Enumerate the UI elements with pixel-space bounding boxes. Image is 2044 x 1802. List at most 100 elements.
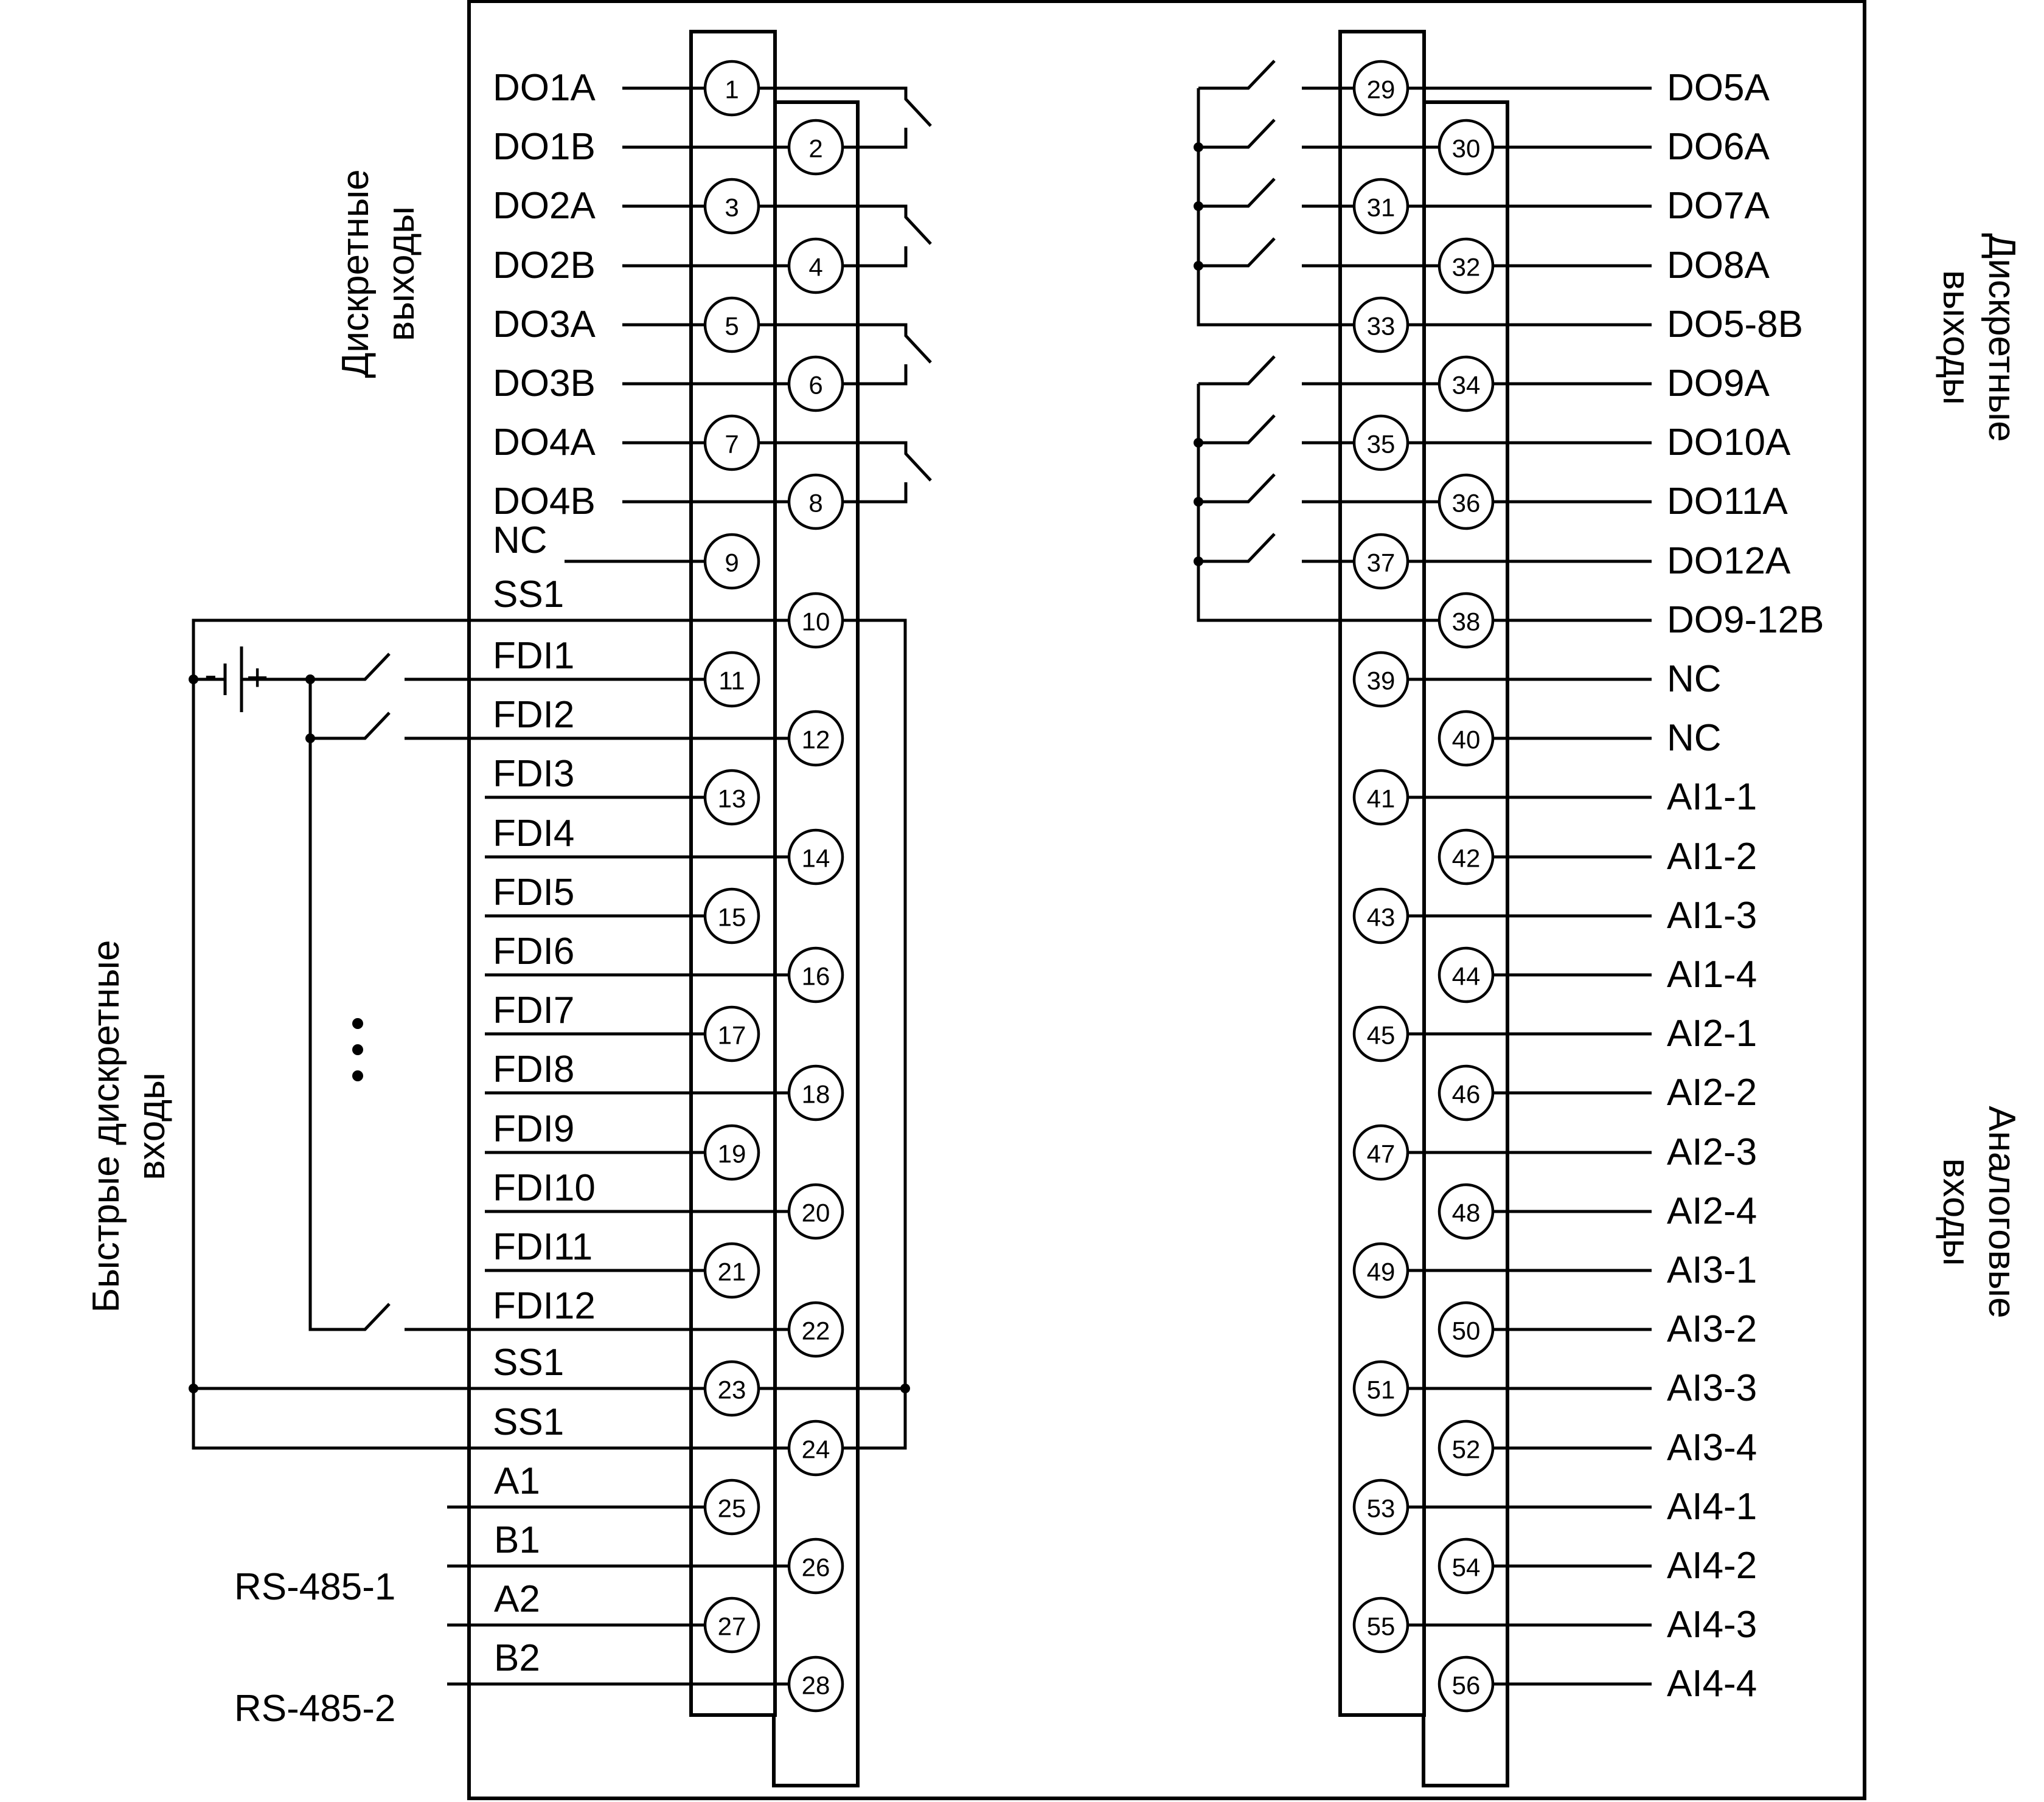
terminal-label-23: SS1 [493, 1342, 564, 1384]
terminal-label-27: A2 [494, 1578, 540, 1620]
relay-contact-do4 [759, 441, 932, 482]
junction-dot [1194, 556, 1203, 566]
section-label-line: входы [131, 1072, 173, 1180]
terminal-11 [703, 651, 760, 708]
battery-plus-sign: + [246, 657, 268, 699]
terminal-number-1: 1 [725, 75, 739, 104]
section-label-line: входы [1935, 1158, 1977, 1266]
relay-return-do3 [843, 364, 908, 386]
terminal-label-17: FDI7 [493, 989, 574, 1031]
terminal-label-11: FDI1 [493, 635, 574, 677]
terminal-number-3: 3 [725, 193, 739, 222]
terminal-47 [1352, 1124, 1410, 1181]
terminal-15 [703, 887, 760, 944]
terminal-label-7: DO4A [493, 421, 596, 463]
terminal-number-29: 29 [1367, 75, 1396, 104]
terminal-label-6: DO3B [493, 362, 596, 404]
terminal-7 [703, 414, 760, 471]
terminal-13 [703, 769, 760, 826]
junction-dot [1194, 497, 1203, 507]
terminal-label-39: NC [1667, 658, 1722, 700]
wiring [189, 60, 1652, 1686]
terminal-number-17: 17 [718, 1021, 746, 1050]
terminal-number-11: 11 [718, 667, 745, 695]
terminal-6 [787, 355, 844, 412]
terminal-number-16: 16 [802, 962, 830, 991]
terminal-block-right-back [1422, 100, 1509, 1787]
terminal-10 [787, 592, 844, 649]
relay-contact-35 [1198, 414, 1276, 445]
terminal-label-34: DO9A [1667, 362, 1770, 404]
terminal-number-20: 20 [802, 1199, 830, 1227]
junction-dot [1194, 201, 1203, 211]
battery-minus-sign: - [204, 654, 217, 696]
terminal-label-45: AI2-1 [1667, 1013, 1757, 1055]
terminal-24 [787, 1419, 844, 1477]
terminal-label-33: DO5-8B [1667, 303, 1803, 345]
terminal-2 [787, 119, 844, 176]
terminal-number-22: 22 [802, 1317, 830, 1345]
terminal-19 [703, 1124, 760, 1181]
terminal-4 [787, 237, 844, 294]
terminal-number-43: 43 [1367, 903, 1396, 932]
terminal-9 [703, 533, 760, 590]
terminal-label-51: AI3-3 [1667, 1367, 1757, 1409]
terminal-label-14: FDI4 [493, 813, 574, 854]
terminal-28 [787, 1655, 844, 1713]
relay-contact-do1 [759, 86, 932, 127]
terminal-label-31: DO7A [1667, 185, 1770, 227]
terminal-39 [1352, 651, 1410, 708]
terminal-block-left-back [772, 100, 860, 1787]
terminal-label-29: DO5A [1667, 67, 1770, 109]
section-analog-inputs: Аналоговые входы [1935, 1106, 2023, 1318]
terminal-number-42: 42 [1452, 844, 1481, 873]
terminal-label-9: NC [493, 519, 548, 561]
terminal-16 [787, 946, 844, 1003]
terminal-label-15: FDI5 [493, 872, 574, 913]
terminal-23 [703, 1360, 760, 1417]
relay-contact-32 [1198, 237, 1276, 268]
terminal-number-48: 48 [1452, 1199, 1481, 1227]
terminal-31 [1352, 178, 1410, 235]
terminal-21 [703, 1242, 760, 1299]
terminal-number-14: 14 [802, 844, 830, 873]
junction-dot [1194, 438, 1203, 448]
relay-contact-37 [1198, 533, 1276, 563]
terminal-8 [787, 473, 844, 530]
terminal-number-8: 8 [808, 489, 822, 518]
terminal-29 [1352, 60, 1410, 117]
section-label-line: выходы [1935, 270, 1977, 405]
terminal-32 [1437, 237, 1495, 294]
terminal-label-36: DO11A [1667, 480, 1788, 522]
section-discrete-outputs-left: Дискретные выходы [335, 169, 422, 378]
terminal-53 [1352, 1478, 1410, 1536]
junction-dot [189, 1384, 198, 1393]
terminal-number-52: 52 [1452, 1435, 1481, 1464]
terminal-number-31: 31 [1367, 193, 1396, 222]
terminal-number-53: 53 [1367, 1494, 1396, 1523]
terminal-number-26: 26 [802, 1553, 830, 1582]
terminal-number-28: 28 [802, 1671, 830, 1700]
terminal-38 [1437, 592, 1495, 649]
continuation-dot [352, 1018, 363, 1029]
terminal-45 [1352, 1005, 1410, 1062]
terminal-label-41: AI1-1 [1667, 776, 1757, 818]
terminal-label-46: AI2-2 [1667, 1072, 1757, 1114]
relay-return-do2 [843, 246, 908, 268]
terminal-43 [1352, 887, 1410, 944]
terminal-41 [1352, 769, 1410, 826]
terminal-label-53: AI4-1 [1667, 1486, 1757, 1528]
section-discrete-outputs-right: Дискретные выходы [1935, 233, 2023, 442]
terminal-18 [787, 1064, 844, 1121]
relay-contact-34 [1198, 355, 1276, 386]
terminal-number-2: 2 [808, 134, 822, 163]
terminal-36 [1437, 473, 1495, 530]
terminal-label-19: FDI9 [493, 1108, 574, 1150]
terminal-number-15: 15 [718, 903, 746, 932]
terminal-40 [1437, 710, 1495, 767]
terminal-label-40: NC [1667, 717, 1722, 759]
terminal-44 [1437, 946, 1495, 1003]
terminal-1 [703, 60, 760, 117]
terminal-label-26: B1 [494, 1519, 540, 1561]
